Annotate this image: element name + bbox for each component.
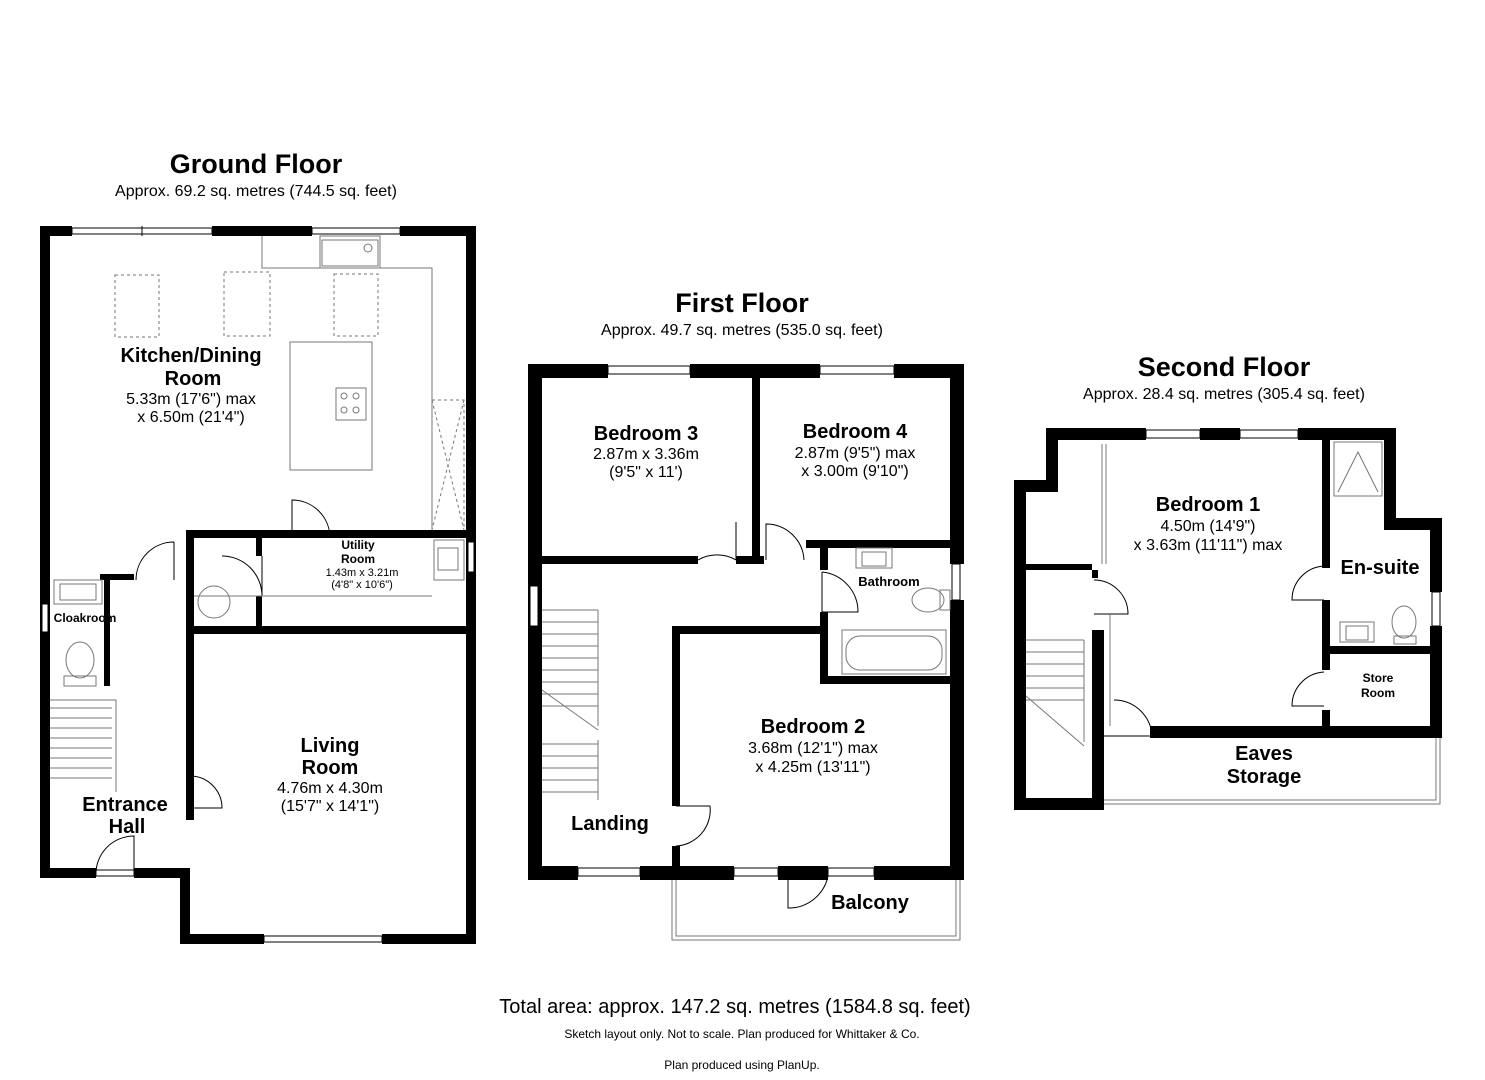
utility-label: Utility <box>341 538 375 552</box>
utility-dims-2: (4'8" x 10'6") <box>331 579 393 591</box>
first-floor-area: Approx. 49.7 sq. metres (535.0 sq. feet) <box>601 322 883 339</box>
landing-label: Landing <box>571 813 649 835</box>
entrance-hall-label: Entrance <box>82 794 168 816</box>
cloakroom-label: Cloakroom <box>54 611 117 625</box>
living-room-label: Living <box>301 735 360 757</box>
total-area: Total area: approx. 147.2 sq. metres (15… <box>499 996 970 1018</box>
bedroom-4-dims-2: x 3.00m (9'10") <box>801 463 908 480</box>
bedroom-2-label: Bedroom 2 <box>761 716 865 738</box>
living-room-dims: 4.76m x 4.30m <box>277 780 383 797</box>
disclaimer: Sketch layout only. Not to scale. Plan p… <box>564 1027 919 1041</box>
utility-label-2: Room <box>341 552 375 566</box>
eaves-storage-label-2: Storage <box>1227 766 1301 788</box>
entrance-hall-label-2: Hall <box>109 816 146 838</box>
store-room-label: Store <box>1363 671 1394 685</box>
bedroom-3-dims-2: (9'5" x 11') <box>609 464 683 481</box>
credit: Plan produced using PlanUp. <box>664 1058 819 1072</box>
kitchen-dims-2: x 6.50m (21'4") <box>137 409 244 426</box>
bedroom-4-dims: 2.87m (9'5") max <box>795 445 916 462</box>
ground-floor-area: Approx. 69.2 sq. metres (744.5 sq. feet) <box>115 183 397 200</box>
kitchen-label: Kitchen/Dining <box>120 345 261 367</box>
bedroom-1-dims-2: x 3.63m (11'11") max <box>1134 537 1283 554</box>
bedroom-3-label: Bedroom 3 <box>594 423 698 445</box>
bedroom-1-label: Bedroom 1 <box>1156 494 1260 516</box>
living-room-dims-2: (15'7" x 14'1") <box>281 798 379 815</box>
ground-floor-plan <box>40 226 476 944</box>
bedroom-3-dims: 2.87m x 3.36m <box>593 446 699 463</box>
ensuite-label: En-suite <box>1341 557 1420 579</box>
second-floor-plan <box>1014 428 1442 810</box>
first-floor-title: First Floor <box>675 288 809 318</box>
second-floor-area: Approx. 28.4 sq. metres (305.4 sq. feet) <box>1083 386 1365 403</box>
utility-dims: 1.43m x 3.21m <box>326 567 399 579</box>
first-floor-plan <box>528 364 964 941</box>
bedroom-4-label: Bedroom 4 <box>803 421 908 443</box>
eaves-storage-label: Eaves <box>1235 743 1293 765</box>
bedroom-1-dims: 4.50m (14'9") <box>1161 518 1256 535</box>
bathroom-label: Bathroom <box>858 574 919 589</box>
living-room-label-2: Room <box>302 757 359 779</box>
kitchen-dims: 5.33m (17'6") max <box>126 391 256 408</box>
balcony-label: Balcony <box>831 892 910 914</box>
ground-floor-title: Ground Floor <box>170 149 343 179</box>
second-floor-title: Second Floor <box>1138 352 1311 382</box>
bedroom-2-dims: 3.68m (12'1") max <box>748 740 878 757</box>
kitchen-label-2: Room <box>165 368 222 390</box>
bedroom-2-dims-2: x 4.25m (13'11") <box>755 759 870 776</box>
store-room-label-2: Room <box>1361 686 1395 700</box>
